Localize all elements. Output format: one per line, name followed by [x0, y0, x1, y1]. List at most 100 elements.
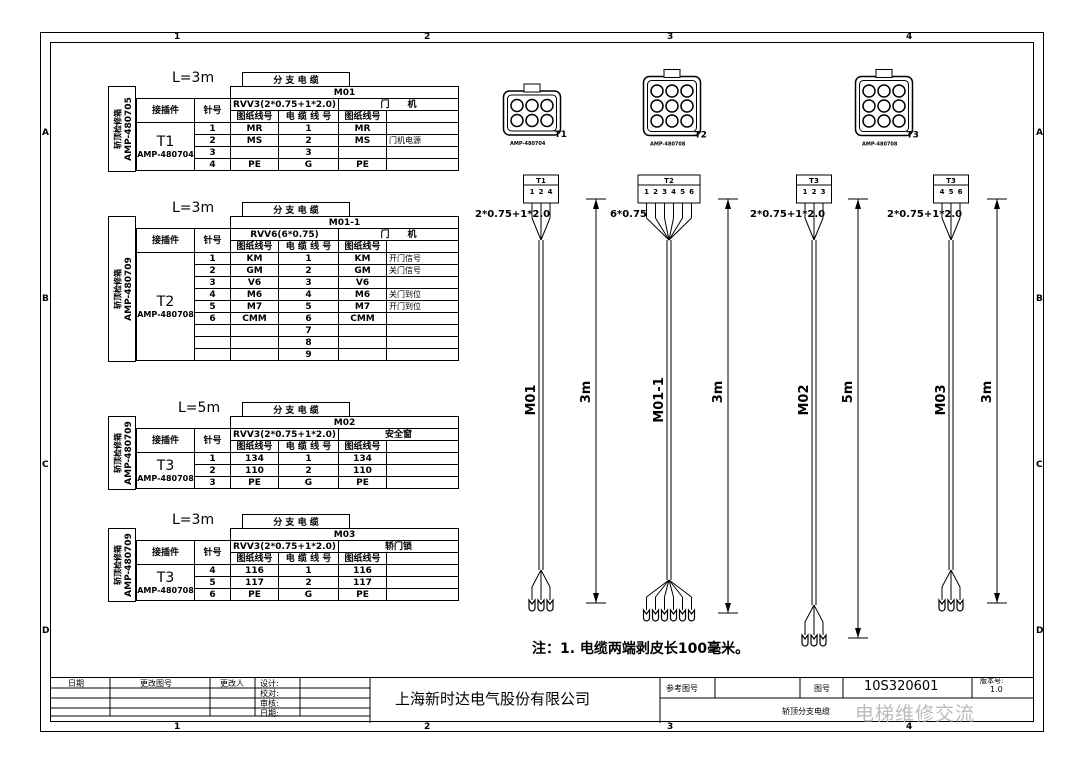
zone-row-c-right: C [1036, 460, 1043, 470]
cable-header-box [523, 174, 559, 204]
wire-terminal [947, 598, 955, 612]
drawing-line-no: PE [230, 158, 279, 171]
cable-pin-no: 5 [680, 188, 685, 196]
zone-col-4-bottom: 4 [906, 722, 913, 732]
wire-fan [668, 579, 674, 598]
wire-fan [813, 604, 824, 623]
cable-spec-label: 2*0.75+1*2.0 [887, 209, 962, 220]
dim-arrow-top [994, 199, 1000, 209]
wire-taper [941, 217, 952, 241]
cable-pin-no: 2 [539, 188, 544, 196]
wire-taper [531, 217, 542, 241]
tb-ref-label: 参考图号 [666, 684, 698, 693]
connector-pin-hole [862, 99, 876, 113]
wire-fan [668, 579, 683, 598]
wire-taper [646, 217, 670, 241]
header-pin: 针号 [194, 428, 231, 453]
connector-pin-hole [525, 98, 539, 113]
connector-pin-hole [650, 99, 664, 113]
cable-head-label: T1 [536, 177, 546, 185]
tb-review-label: 审核: [260, 699, 279, 708]
cable-length-label: L=3m [172, 70, 215, 86]
dim-arrow-top [725, 199, 731, 209]
wire-taper [668, 217, 692, 241]
connector-pin-hole [892, 84, 906, 98]
connector-inner [507, 94, 557, 132]
wire-taper [540, 217, 551, 241]
cable-header-box [637, 174, 701, 204]
cable-pin-no: 2 [653, 188, 658, 196]
signal-description [385, 348, 460, 361]
wire-taper [950, 217, 961, 241]
cable-pin-no: 3 [821, 188, 826, 196]
wire-fan [950, 569, 961, 588]
cable-pin-no: 4 [548, 188, 553, 196]
cable-head-label: T3 [809, 177, 819, 185]
connector-housing [502, 90, 562, 136]
drawing-outer-frame [40, 32, 1044, 732]
connector-latch [663, 69, 681, 78]
pin-number: 4 [194, 158, 231, 171]
connector-latch [523, 83, 541, 93]
wire-fan [664, 579, 670, 598]
connector-pin-hole [892, 114, 906, 128]
wire-taper [664, 217, 670, 241]
connector-pin-hole [892, 99, 906, 113]
cable-length-label: L=5m [178, 400, 221, 416]
zone-col-2: 2 [424, 32, 431, 42]
connector-label: T3 [156, 569, 175, 586]
table-row: 9 [137, 348, 460, 361]
cable-spec-label: 6*0.75 [610, 209, 647, 220]
cable-table-title: 分 支 电 缆 [242, 514, 350, 529]
signal-description [385, 476, 460, 489]
cable-line-no: 9 [278, 348, 339, 361]
tb-check-label: 校对: [260, 689, 279, 698]
wire-terminal [956, 598, 964, 612]
tb-change-no-label: 更改图号 [140, 679, 172, 688]
cable-pin-no: 6 [958, 188, 963, 196]
tb-version: 1.0 [990, 685, 1003, 694]
cable-pin-no: 6 [689, 188, 694, 196]
cable-name: M02 [797, 384, 812, 415]
connector-pin-hole [540, 98, 554, 113]
wire-terminal [642, 608, 651, 622]
connector-t3 [854, 69, 914, 137]
cable-4 [933, 174, 1007, 612]
title-block-grid [50, 678, 1034, 723]
wire-fan [668, 579, 692, 598]
connector-pin-hole [665, 99, 679, 113]
connector-model-label: AMP-480704 [510, 141, 546, 147]
wire-fan [655, 579, 670, 598]
stripping-note: 注：1. 电缆两端剥皮长100毫米。 [532, 641, 750, 657]
wire-fan [540, 569, 551, 588]
wire-terminal [669, 608, 678, 622]
cable-1 [523, 174, 606, 612]
header-connector: 接插件 [136, 98, 195, 123]
dim-arrow-bottom [994, 593, 1000, 603]
wire-terminal [687, 608, 696, 622]
zone-row-d: D [42, 626, 50, 636]
cable-table-title: 分 支 电 缆 [242, 72, 350, 87]
dim-arrow-bottom [725, 603, 731, 613]
wire-terminal [660, 608, 669, 622]
zone-col-1: 1 [174, 32, 181, 42]
zone-row-b-right: B [1036, 294, 1043, 304]
cable-pin-no: 1 [803, 188, 808, 196]
wire-terminal [810, 633, 818, 647]
cable-table-title: 分 支 电 缆 [242, 402, 350, 417]
cable-length-dim: 3m [711, 381, 726, 404]
cable-pin-no: 1 [644, 188, 649, 196]
zone-row-a-right: A [1036, 128, 1043, 138]
